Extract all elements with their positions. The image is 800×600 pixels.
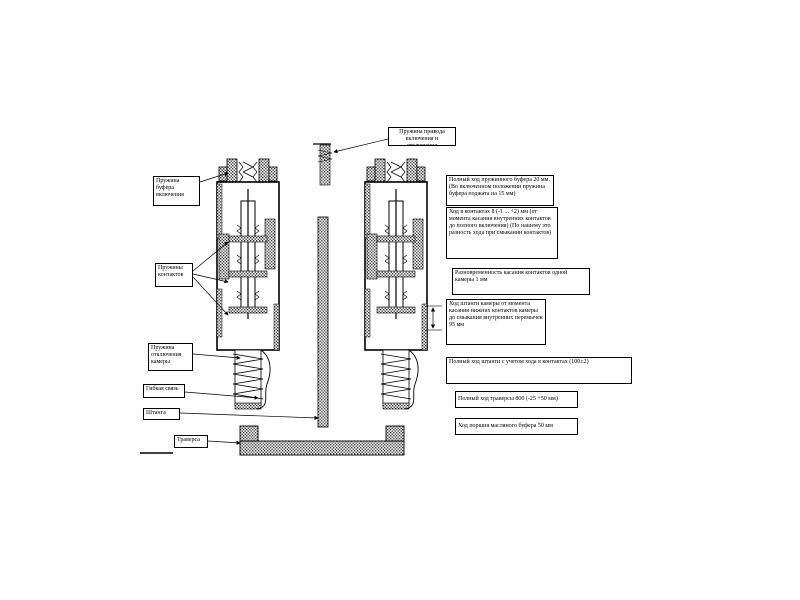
closing-drive-spring-text: Пружина привода включения и отключения bbox=[399, 129, 445, 146]
note-oil-buffer-travel-text: Ход поршня масляного буфера 50 мм bbox=[458, 423, 553, 429]
closing-buffer-spring-text: Пружина буфера включения bbox=[156, 178, 184, 198]
rod-travel-dimension bbox=[426, 305, 442, 331]
left-chamber-assembly bbox=[216, 158, 280, 410]
leader-lines bbox=[179, 138, 389, 445]
note-traverse-travel: Полный ход траверсы 800 (-25 +50 мм) bbox=[455, 391, 578, 408]
closing-drive-spring-label: Пружина привода включения и отключения bbox=[388, 127, 456, 146]
right-chamber-assembly bbox=[364, 158, 428, 410]
note-traverse-travel-text: Полный ход траверсы 800 (-25 +50 мм) bbox=[458, 396, 558, 402]
contact-springs-label: Пружины контактов bbox=[155, 263, 193, 287]
chamber-opening-spring-label: Пружина отключения камеры bbox=[148, 343, 193, 371]
traverse-label: Траверса bbox=[174, 435, 208, 448]
rod-label: Штанга bbox=[143, 408, 180, 420]
chamber-opening-spring-text: Пружина отключения камеры bbox=[151, 345, 182, 365]
note-full-rod-travel-text: Полный ход штанги с учетом хода в контак… bbox=[449, 359, 589, 365]
note-spring-buffer-travel: Полный ход пружинного буфера 20 мм. (Во … bbox=[446, 175, 554, 206]
contact-springs-text: Пружины контактов bbox=[158, 265, 184, 278]
note-full-rod-travel: Полный ход штанги с учетом хода в контак… bbox=[446, 357, 632, 384]
flexible-link-label: Гибкая связь bbox=[143, 384, 185, 398]
rod-text: Штанга bbox=[146, 410, 166, 416]
note-contact-simultaneity-text: Разновременность касания контактов одной… bbox=[455, 270, 568, 283]
note-contact-simultaneity: Разновременность касания контактов одной… bbox=[452, 268, 590, 295]
central-drive-rod bbox=[313, 143, 333, 428]
flexible-link-text: Гибкая связь bbox=[146, 386, 179, 392]
note-spring-buffer-travel-text: Полный ход пружинного буфера 20 мм. (Во … bbox=[449, 177, 550, 197]
traverse-beam bbox=[239, 425, 405, 456]
note-chamber-rod-travel: Ход штанги камеры от момента касания ниж… bbox=[446, 299, 546, 345]
note-chamber-rod-travel-text: Ход штанги камеры от момента касания ниж… bbox=[449, 301, 543, 328]
traverse-text: Траверса bbox=[177, 437, 200, 443]
note-contact-travel-text: Ход в контактах 8 (-1 ... +2) мм (от мом… bbox=[449, 209, 552, 236]
note-contact-travel: Ход в контактах 8 (-1 ... +2) мм (от мом… bbox=[446, 207, 558, 259]
note-oil-buffer-travel: Ход поршня масляного буфера 50 мм bbox=[455, 418, 578, 435]
closing-buffer-spring-label: Пружина буфера включения bbox=[153, 176, 200, 206]
